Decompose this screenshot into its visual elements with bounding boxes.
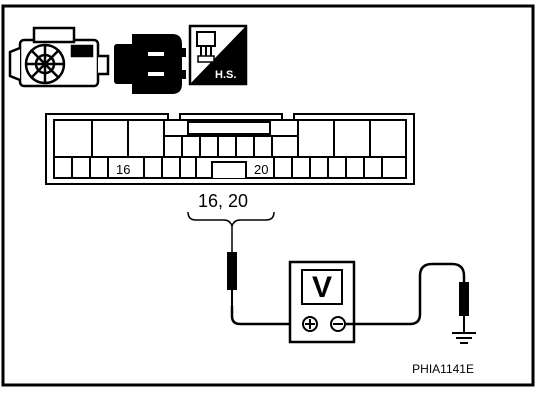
pin-bracket: [187, 211, 275, 229]
harness-side-icon: H.S.: [188, 24, 248, 86]
connector-face: [45, 113, 415, 185]
connector-icon: [114, 34, 192, 94]
ground-icon: [452, 332, 476, 344]
voltmeter-symbol: V: [312, 271, 332, 304]
positive-probe: [227, 226, 237, 306]
pin-16-label: 16: [116, 162, 130, 177]
ground-lead: [345, 262, 466, 326]
figure-frame: [1, 4, 535, 387]
harness-side-badge: H.S.: [215, 69, 236, 81]
negative-probe: [459, 282, 469, 332]
positive-lead: [230, 306, 302, 326]
pin-20-label: 20: [254, 162, 268, 177]
voltmeter: V: [288, 260, 356, 344]
engine-icon: [8, 26, 110, 88]
measurement-pins-label: 16, 20: [198, 191, 248, 211]
figure-code: PHIA1141E: [412, 362, 474, 376]
